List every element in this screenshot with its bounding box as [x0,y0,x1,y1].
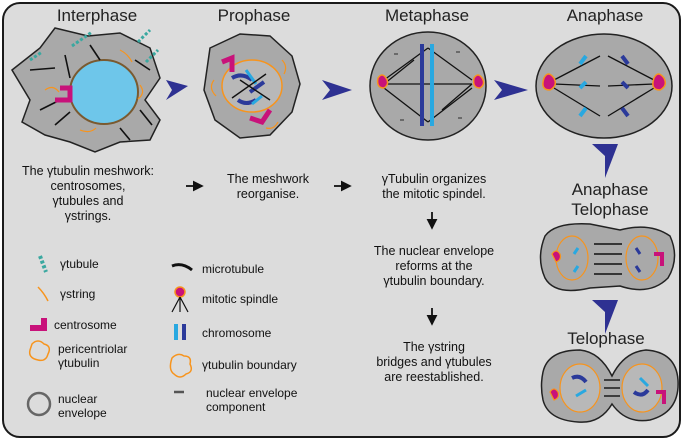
legend-label-gtubule: γtubule [60,257,99,271]
desc-prophase: The meshwork reorganise. [227,172,309,201]
interphase-centrosome [55,85,73,103]
gtubule-icon [38,255,48,273]
centrosome-icon [30,318,47,331]
metaphase-cell [369,31,487,141]
title-prophase: Prophase [217,6,291,25]
small-arrows [186,180,438,326]
gstring-icon [37,286,49,302]
desc-envelope: The nuclear envelope reforms at the γtub… [373,244,495,288]
metaphase-cell-body [369,31,487,141]
desc-metaphase: γTubulin organizes the mitotic spindel. [381,172,487,201]
gtubulin-boundary-icon [169,353,193,378]
title-anaphase-telophase: Anaphase Telophase [571,180,649,219]
legend-label-chromosome: chromosome [202,326,272,340]
anaphase-cell [535,33,673,139]
nuclear-envelope-icon [26,391,52,417]
arrow-prophase-to-metaphase [322,80,352,100]
legend-label-pericentriolar: pericentriolar γtubulin [58,342,128,370]
interphase-gtubules [29,28,160,64]
title-anaphase: Anaphase [566,6,644,25]
anaphase-cell-body [535,33,673,139]
interphase-nuclear-envelope [69,59,139,125]
legend-label-nuclear-envelope: nuclear envelope [58,392,107,420]
legend-label-gtubulin-boundary: γtubulin boundary [202,358,297,372]
desc-interphase: The γtubulin meshwork: centrosomes, γtub… [21,164,155,223]
legend-icons [26,255,193,417]
legend-label-envelope-component: nuclear envelope component [206,386,298,414]
flow-arrows [166,80,618,334]
legend-label-microtubule: microtubule [202,262,265,276]
desc-bridges: The γstring bridges and γtubules are ree… [376,340,492,384]
arrow-anaphase-to-anaphase-telophase [592,144,618,178]
arrow-interphase-to-prophase [166,80,188,100]
legend-label-gstring: γstring [60,287,96,301]
mitotic-spindle-icon [171,286,189,313]
anaphase-telophase-cell [539,223,676,292]
title-interphase: Interphase [56,6,138,25]
pericentriolar-icon [28,340,51,362]
legend-label-centrosome: centrosome [54,318,117,332]
telophase-cell [540,349,679,423]
arrow-metaphase-to-anaphase [494,80,528,100]
title-telophase: Telophase [567,329,645,348]
chromosome-icon [174,324,186,340]
microtubule-icon [171,263,193,272]
prophase-cell [203,33,301,139]
anaphase-telophase-cell-body [539,223,676,292]
legend-label-mitotic-spindle: mitotic spindle [202,292,279,306]
interphase-cell [11,27,161,153]
arrow-anaphase-telophase-to-telophase [592,300,618,334]
title-metaphase: Metaphase [384,6,470,25]
